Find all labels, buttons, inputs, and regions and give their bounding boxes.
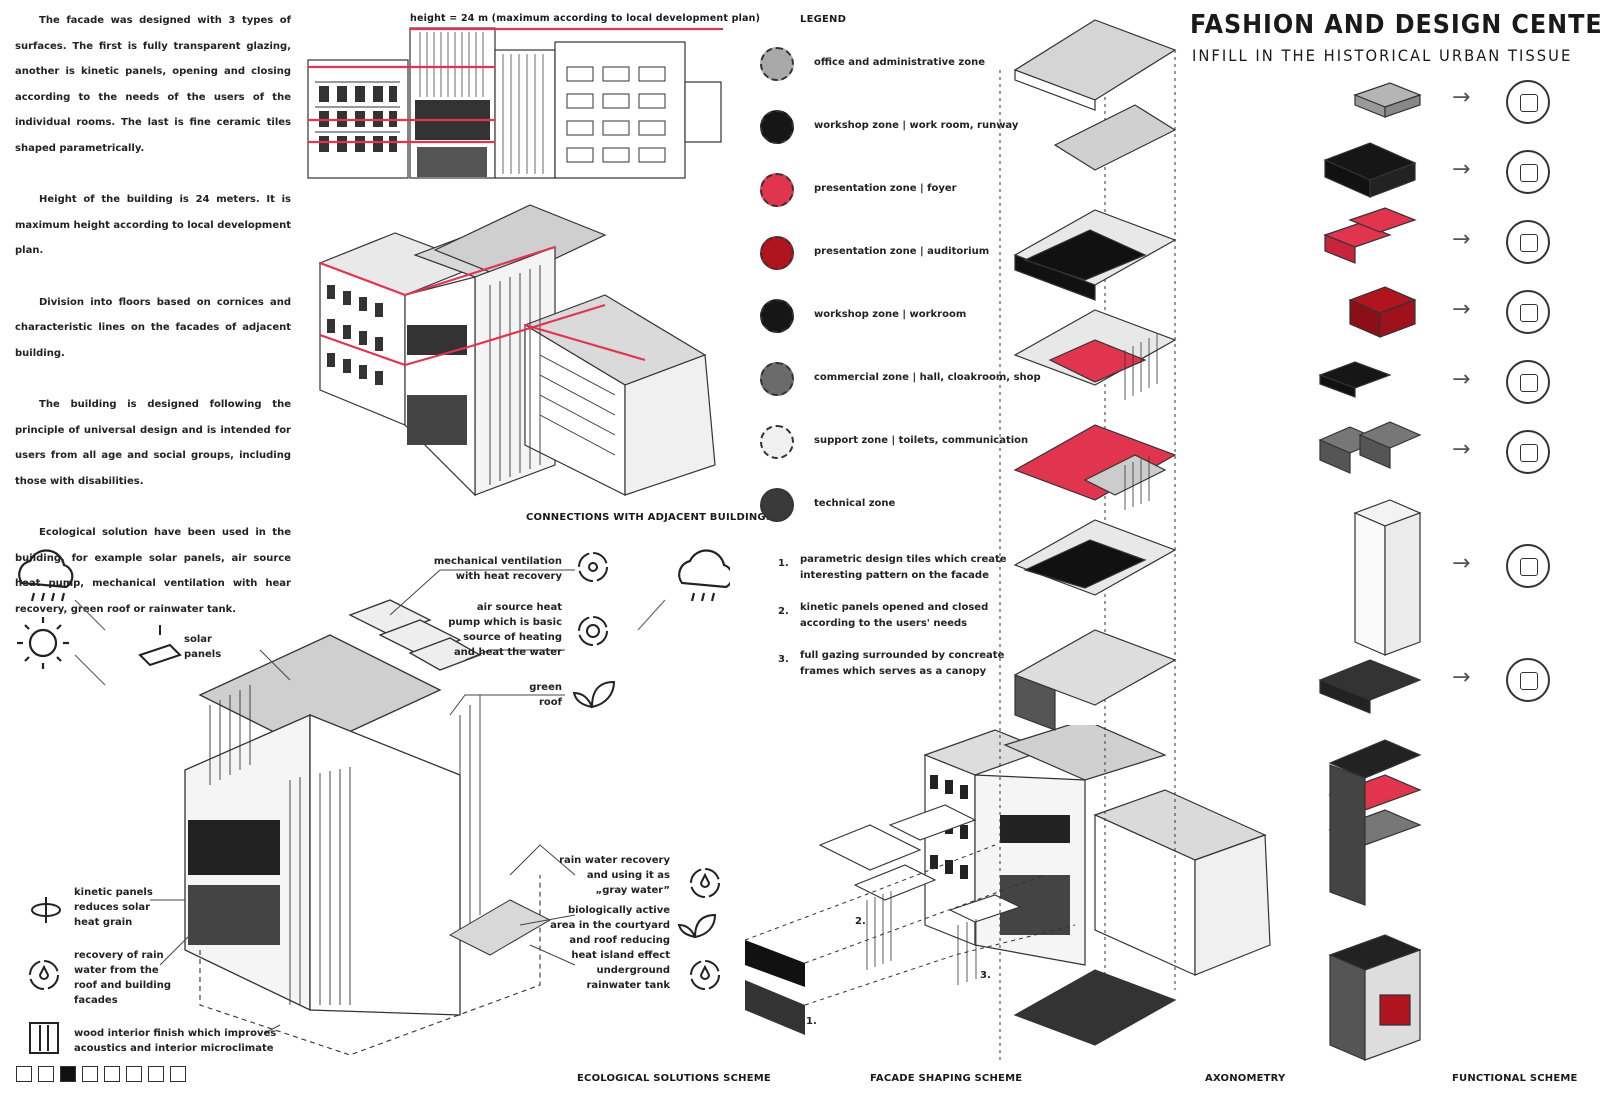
water-recycle-icon	[690, 960, 720, 990]
label-solar-panels: solar panels	[184, 634, 222, 660]
water-recycle-icon	[690, 868, 720, 898]
legend-label: workshop zone | workroom	[814, 309, 967, 320]
sun-icon	[17, 617, 69, 669]
arrow-right-icon: →	[1452, 437, 1471, 462]
ventilation-icon	[578, 552, 608, 582]
intro-paragraph: The building is designed following the p…	[15, 399, 291, 487]
label-rain-recovery: recovery of rain water from the roof and…	[74, 950, 172, 1006]
rain-cloud-icon	[678, 549, 730, 602]
note-text: parametric design tiles which create int…	[800, 554, 1007, 581]
arrow-right-icon: →	[1452, 227, 1471, 252]
intro-paragraph: Height of the building is 24 meters. It …	[15, 194, 291, 256]
arrow-right-icon: →	[1452, 665, 1471, 690]
legend-label: support zone | toilets, communication	[814, 435, 1029, 446]
heat-pump-icon	[578, 616, 608, 646]
page-dot[interactable]	[104, 1066, 120, 1082]
legend-swatch	[760, 47, 794, 81]
technical-gears-icon	[1506, 658, 1550, 702]
note-number: 3.	[778, 654, 789, 665]
page-indicator	[16, 1066, 186, 1082]
page-dot[interactable]	[148, 1066, 164, 1082]
legend-swatch	[760, 173, 794, 207]
caption-functional: FUNCTIONAL SCHEME	[1452, 1073, 1578, 1084]
page-dot[interactable]	[170, 1066, 186, 1082]
arrow-right-icon: →	[1452, 157, 1471, 182]
arrow-right-icon: →	[1452, 297, 1471, 322]
page-subtitle: INFILL IN THE HISTORICAL URBAN TISSUE	[1192, 46, 1573, 65]
caption-connections: CONNECTIONS WITH ADJACENT BUILDINGS	[526, 512, 774, 523]
shop-info-icon	[1506, 430, 1550, 474]
legend-swatch	[760, 299, 794, 333]
axonometry-exploded-drawing	[999, 19, 1177, 1060]
label-kinetic-panels: kinetic panels reduces solar heat grain	[74, 887, 153, 928]
label-green-roof: green roof	[529, 682, 562, 708]
arrow-right-icon: →	[1452, 367, 1471, 392]
facade-shaping-drawing	[745, 725, 1271, 1035]
arrow-right-icon: →	[1452, 551, 1471, 576]
elevation-height-label: height = 24 m (maximum according to loca…	[410, 13, 761, 24]
label-bio-area: biologically active area in the courtyar…	[550, 905, 670, 961]
label-rainwater-tank: underground rainwater tank	[586, 965, 671, 991]
intro-paragraph: The facade was designed with 3 types of …	[15, 15, 291, 154]
caption-ecological: ECOLOGICAL SOLUTIONS SCHEME	[577, 1073, 771, 1084]
legend-swatch	[760, 425, 794, 459]
legend-swatch	[760, 110, 794, 144]
note-number: 1.	[778, 558, 789, 569]
label-gray-water: rain water recovery and using it as „gra…	[559, 855, 670, 896]
facade-number-2: 2.	[855, 916, 866, 927]
functional-scheme-drawing	[1318, 82, 1422, 1061]
legend-heading: LEGEND	[800, 14, 847, 25]
legend-label: workshop zone | work room, runway	[814, 120, 1019, 131]
legend-swatch	[760, 362, 794, 396]
page-title: FASHION AND DESIGN CENTER	[1190, 10, 1600, 40]
intro-paragraph: Division into floors based on cornices a…	[15, 296, 291, 359]
water-recycle-icon	[29, 960, 59, 990]
label-heat-pump: air source heat pump which is basic sour…	[448, 602, 562, 658]
leaf-icon	[572, 680, 616, 709]
page-dot[interactable]	[38, 1066, 54, 1082]
audience-people-icon	[1506, 220, 1550, 264]
note-number: 2.	[778, 606, 789, 617]
page-dot[interactable]	[82, 1066, 98, 1082]
caption-facade: FACADE SHAPING SCHEME	[870, 1073, 1023, 1084]
rain-cloud-icon	[18, 549, 74, 602]
legend-label: office and administrative zone	[814, 57, 986, 68]
auditorium-presentation-icon	[1506, 290, 1550, 334]
legend-label: presentation zone | foyer	[814, 183, 957, 194]
sewing-workshop-icon	[1506, 150, 1550, 194]
caption-axonometry: AXONOMETRY	[1205, 1073, 1286, 1084]
workroom-tools-icon	[1506, 360, 1550, 404]
toilets-stairs-icon	[1506, 544, 1550, 588]
intro-text: The facade was designed with 3 types of …	[15, 8, 291, 648]
legend-swatch	[760, 236, 794, 270]
ecological-scheme-drawing	[17, 549, 730, 1056]
facade-number-1: 1.	[806, 1016, 817, 1027]
label-ventilation: mechanical ventilation with heat recover…	[433, 556, 562, 582]
label-wood-finish: wood interior finish which improves acou…	[74, 1028, 277, 1054]
street-elevation-drawing	[307, 27, 723, 179]
office-desk-icon	[1506, 80, 1550, 124]
intro-paragraph: Ecological solution have been used in th…	[15, 527, 291, 615]
legend-label: commercial zone | hall, cloakroom, shop	[814, 372, 1041, 383]
connections-isometric-drawing	[318, 204, 716, 497]
page-dot[interactable]	[126, 1066, 142, 1082]
facade-number-3: 3.	[980, 970, 991, 981]
leaf-icon	[677, 913, 717, 939]
solar-panel-icon	[138, 625, 182, 667]
legend-label: technical zone	[814, 498, 896, 509]
note-text: kinetic panels opened and closed accordi…	[800, 602, 989, 629]
note-text: full gazing surrounded by concreate fram…	[800, 650, 1005, 677]
wood-finish-icon	[29, 1022, 59, 1054]
legend-swatch	[760, 488, 794, 522]
arrow-right-icon: →	[1452, 85, 1471, 110]
legend-label: presentation zone | auditorium	[814, 246, 990, 257]
page-dot-active[interactable]	[60, 1066, 76, 1082]
page-dot[interactable]	[16, 1066, 32, 1082]
kinetic-panel-icon	[31, 897, 61, 923]
